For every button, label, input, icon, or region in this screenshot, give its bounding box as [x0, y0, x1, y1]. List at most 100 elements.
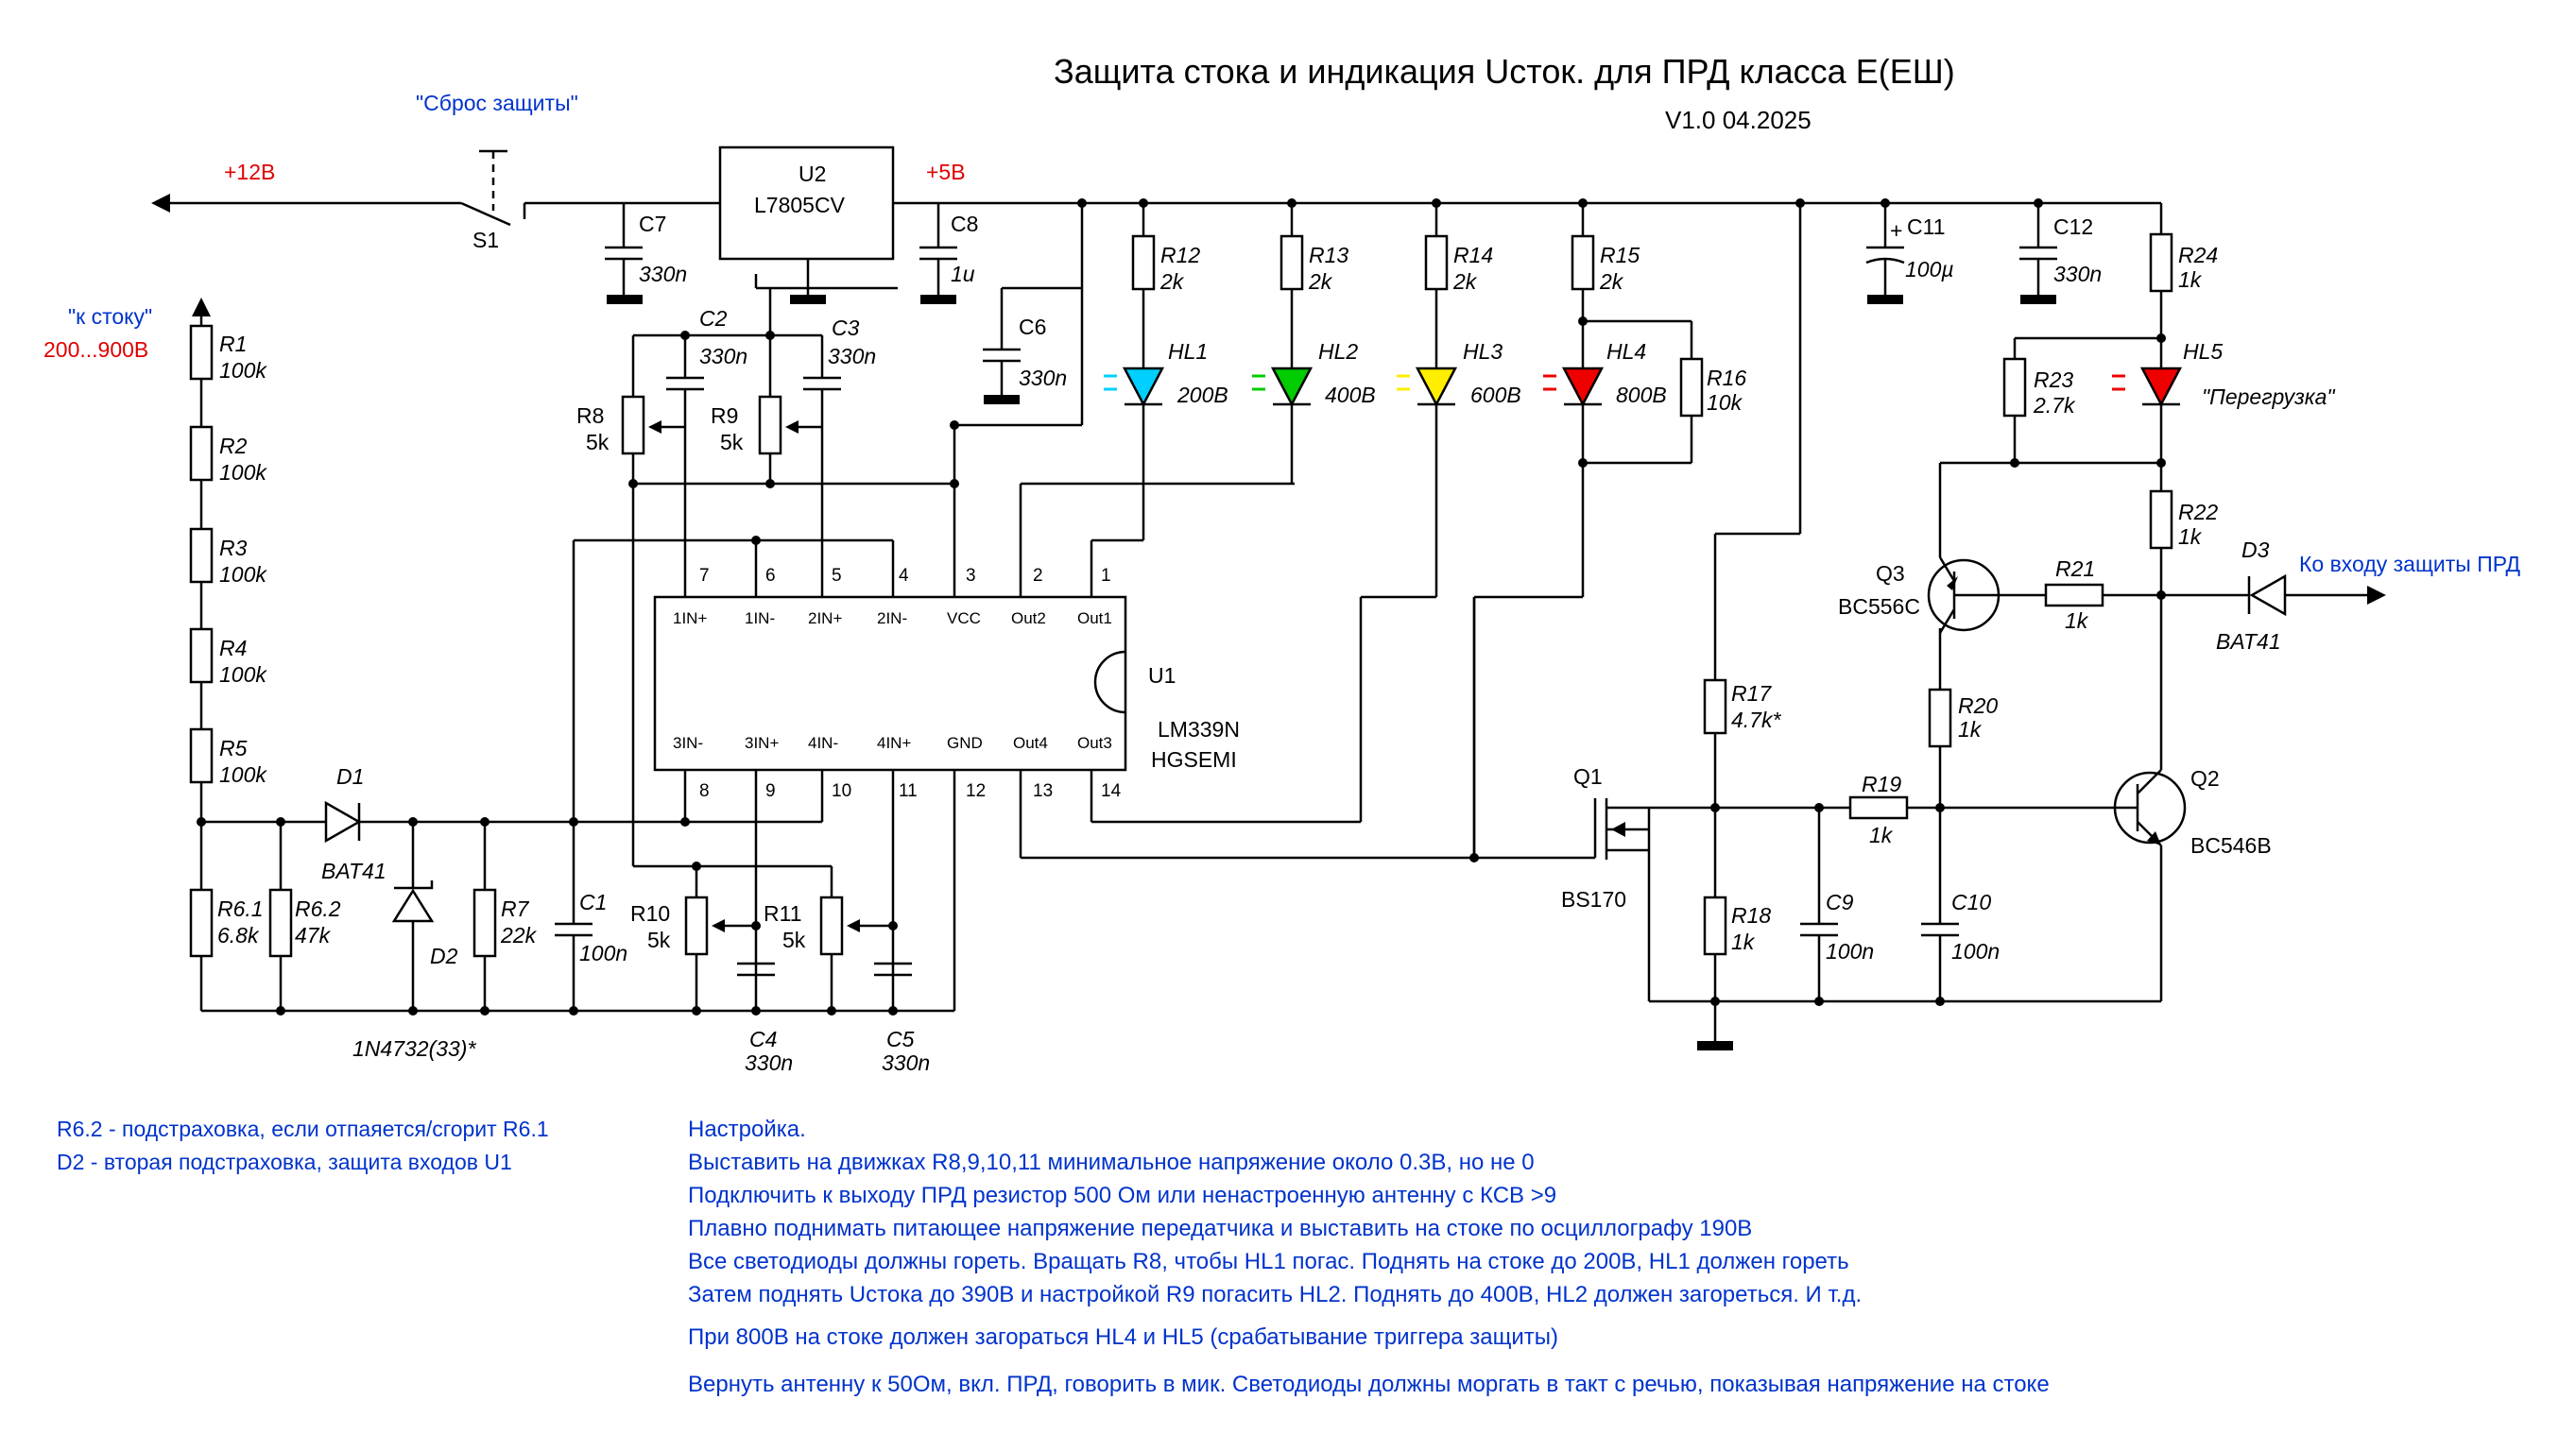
svg-text:100k: 100k [219, 358, 267, 383]
svg-text:4: 4 [899, 566, 909, 586]
svg-text:U2: U2 [799, 162, 826, 186]
svg-text:C4: C4 [749, 1027, 777, 1051]
supply-section: +12В "Сброс защиты" S1 C7 330n U2 L7805C… [151, 91, 1777, 597]
overload-label: "Перегрузка" [2202, 384, 2336, 409]
output-label: Ко входу защиты ПРД [2299, 552, 2521, 576]
svg-text:330n: 330n [2053, 262, 2102, 286]
drain-arrow-icon [192, 298, 211, 316]
svg-text:C9: C9 [1826, 890, 1854, 914]
svg-text:10: 10 [832, 781, 851, 801]
svg-text:47k: 47k [295, 923, 332, 947]
svg-text:C3: C3 [832, 316, 860, 340]
led-indicators: R12 2k HL1 200В R13 2k HL2 400В R14 2k H… [1104, 198, 2125, 858]
svg-text:R6.1: R6.1 [217, 896, 264, 921]
svg-text:BAT41: BAT41 [321, 859, 386, 883]
setup-line: Вернуть антенну к 50Ом, вкл. ПРД, говори… [688, 1372, 2050, 1397]
svg-text:2.7k: 2.7k [2033, 393, 2076, 418]
svg-text:BAT41: BAT41 [2216, 629, 2281, 654]
svg-text:1k: 1k [2178, 524, 2203, 549]
setup-line: При 800В на стоке должен загораться HL4 … [688, 1324, 1558, 1350]
svg-text:5k: 5k [586, 430, 610, 454]
protection-latch: C11 100µ + C12 330n R24 1k HL5 "Перегруз… [1777, 198, 2521, 1001]
svg-text:C1: C1 [579, 890, 607, 914]
svg-text:1k: 1k [2178, 267, 2203, 292]
svg-text:1IN+: 1IN+ [673, 609, 707, 627]
svg-text:1u: 1u [951, 262, 975, 286]
svg-text:C2: C2 [699, 306, 728, 331]
drain-range-label: 200...900В [43, 337, 148, 362]
led-hl3-icon [1415, 367, 1458, 407]
v12-arrow-icon [151, 194, 170, 213]
svg-text:D2: D2 [430, 944, 458, 968]
output-arrow-icon [2367, 586, 2386, 605]
svg-text:4IN+: 4IN+ [877, 734, 911, 752]
note-r62: R6.2 - подстраховка, если отпаяется/сгор… [57, 1117, 549, 1141]
svg-text:HL4: HL4 [1606, 339, 1646, 364]
svg-text:R5: R5 [219, 736, 248, 760]
svg-text:2: 2 [1033, 566, 1043, 586]
voltage-divider: "к стоку" 200...900В R1 100k R2 100k R3 … [43, 298, 954, 1174]
mosfet-q1: Q1 BS170 [1561, 764, 1715, 1003]
drain-label: "к стоку" [68, 304, 152, 329]
svg-text:100n: 100n [1826, 939, 1874, 964]
svg-text:1N4732(33)*: 1N4732(33)* [352, 1036, 476, 1061]
svg-text:2IN+: 2IN+ [808, 609, 842, 627]
svg-text:5k: 5k [720, 430, 744, 454]
svg-text:U1: U1 [1148, 663, 1176, 688]
svg-text:R2: R2 [219, 434, 248, 458]
capacitor-c6: C6 330n [953, 198, 1087, 597]
svg-text:4IN-: 4IN- [808, 734, 838, 752]
svg-text:330n: 330n [1019, 366, 1067, 390]
svg-text:C8: C8 [951, 212, 978, 236]
svg-text:Out2: Out2 [1011, 609, 1046, 627]
svg-text:2IN-: 2IN- [877, 609, 907, 627]
svg-text:BC546B: BC546B [2190, 833, 2272, 858]
setup-notes: Настройка. Выставить на движках R8,9,10,… [688, 1117, 2050, 1397]
svg-text:330n: 330n [882, 1050, 930, 1075]
svg-text:400В: 400В [1325, 383, 1376, 407]
led-hl1-icon [1122, 367, 1165, 407]
svg-text:1: 1 [1101, 566, 1111, 586]
svg-text:100k: 100k [219, 562, 267, 587]
s1-label: S1 [472, 228, 499, 252]
svg-text:R20: R20 [1958, 693, 1998, 718]
svg-text:100k: 100k [219, 460, 267, 485]
setup-line: Подключить к выходу ПРД резистор 500 Ом … [688, 1183, 1556, 1208]
svg-text:11: 11 [899, 781, 918, 801]
svg-text:HL2: HL2 [1318, 339, 1358, 364]
svg-text:Out3: Out3 [1077, 734, 1112, 752]
setup-line: Все светодиоды должны гореть. Вращать R8… [688, 1249, 1849, 1274]
schematic-title: Защита стока и индикация Uсток. для ПРД … [1054, 52, 1955, 91]
svg-text:2k: 2k [1308, 269, 1333, 294]
svg-text:8: 8 [699, 781, 710, 801]
svg-text:VCC: VCC [947, 609, 981, 627]
led-hl4-icon [1561, 367, 1605, 407]
svg-text:HL3: HL3 [1463, 339, 1503, 364]
led-light-rays [1104, 374, 2125, 391]
led-hl2-icon [1270, 367, 1314, 407]
svg-text:5: 5 [832, 566, 842, 586]
svg-text:6: 6 [765, 566, 776, 586]
setup-line: Настройка. [688, 1117, 806, 1142]
svg-text:HL1: HL1 [1168, 339, 1208, 364]
svg-text:R10: R10 [630, 901, 670, 926]
svg-text:C7: C7 [639, 212, 666, 236]
svg-text:Q1: Q1 [1573, 764, 1603, 789]
svg-text:L7805CV: L7805CV [754, 193, 846, 217]
led-hl5-icon [2139, 367, 2183, 407]
svg-text:600В: 600В [1470, 383, 1521, 407]
svg-text:22k: 22k [500, 923, 538, 947]
svg-text:330n: 330n [639, 262, 687, 286]
svg-text:Q3: Q3 [1876, 561, 1905, 586]
svg-text:Q2: Q2 [2190, 766, 2220, 791]
svg-text:GND: GND [947, 734, 983, 752]
svg-text:C6: C6 [1019, 315, 1046, 339]
svg-text:R4: R4 [219, 636, 247, 660]
svg-text:Out4: Out4 [1013, 734, 1048, 752]
trigger-section: Q1 BS170 R17 4.7k* R18 1k C9 100n R19 1k [1469, 198, 2161, 1050]
svg-text:R19: R19 [1862, 772, 1901, 796]
svg-text:R7: R7 [501, 896, 530, 921]
svg-text:330n: 330n [828, 344, 876, 368]
svg-text:BS170: BS170 [1561, 887, 1626, 912]
svg-text:R15: R15 [1600, 243, 1640, 267]
